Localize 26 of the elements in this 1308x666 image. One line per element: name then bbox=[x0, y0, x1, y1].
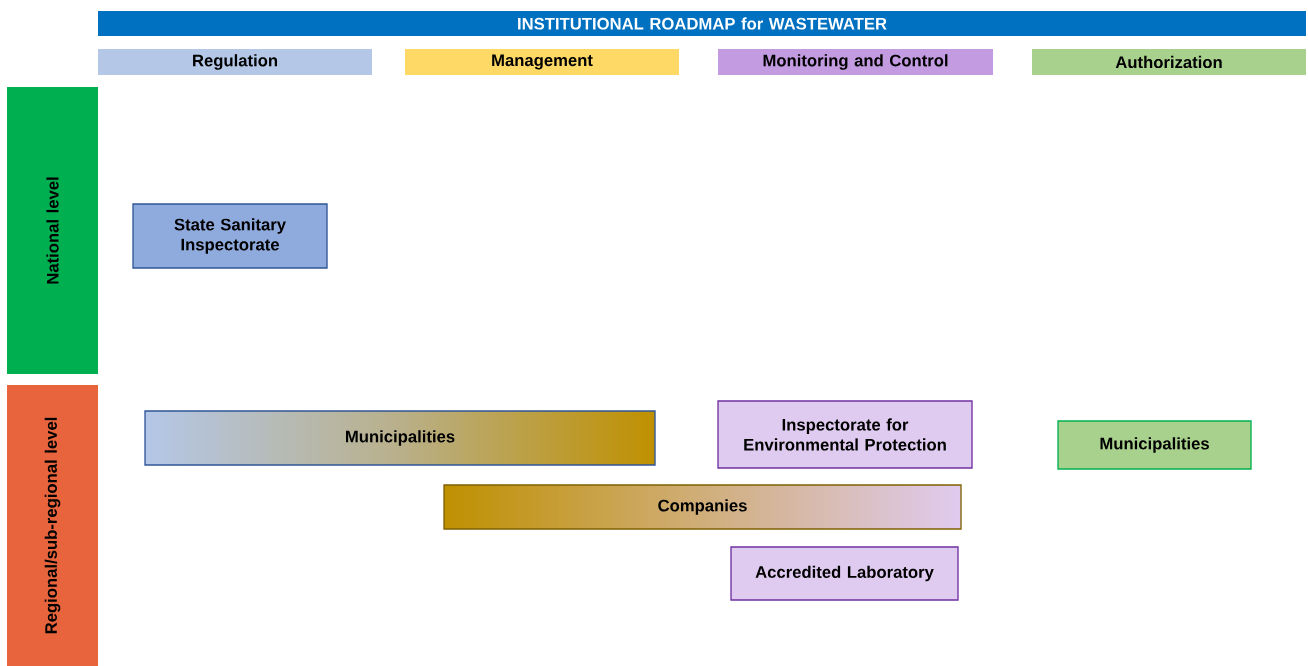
agency-box bbox=[144, 410, 656, 466]
agency-box-label: State Sanitary Inspectorate bbox=[174, 218, 286, 254]
agency-box-label: Accredited Laboratory bbox=[755, 565, 934, 582]
column-header bbox=[718, 49, 993, 75]
row-band bbox=[7, 385, 98, 666]
column-header bbox=[1032, 49, 1306, 75]
agency-box-label: Inspectorate for Environmental Protection bbox=[744, 418, 946, 451]
column-header-label: Regulation bbox=[193, 54, 278, 70]
agency-box-label: Companies bbox=[658, 499, 747, 515]
agency-box bbox=[132, 203, 328, 269]
agency-box bbox=[730, 546, 959, 601]
agency-box bbox=[717, 400, 973, 469]
title-banner bbox=[98, 11, 1306, 36]
row-band bbox=[7, 87, 98, 374]
agency-box bbox=[1057, 420, 1252, 470]
title-banner-label: INSTITUTIONAL ROADMAP for WASTEWATER bbox=[518, 17, 887, 30]
column-header-label: Monitoring and Control bbox=[763, 54, 948, 70]
column-header bbox=[405, 49, 679, 75]
column-header bbox=[98, 49, 372, 75]
column-header-label: Management bbox=[492, 54, 593, 70]
row-band-label: Regional/sub-regional level bbox=[44, 417, 61, 634]
agency-box-label: Municipalities bbox=[346, 430, 455, 446]
row-band-label: National level bbox=[46, 177, 59, 284]
column-header-label: Authorization bbox=[1115, 55, 1222, 69]
agency-box-label: Municipalities bbox=[1100, 437, 1209, 453]
agency-box bbox=[443, 484, 962, 530]
